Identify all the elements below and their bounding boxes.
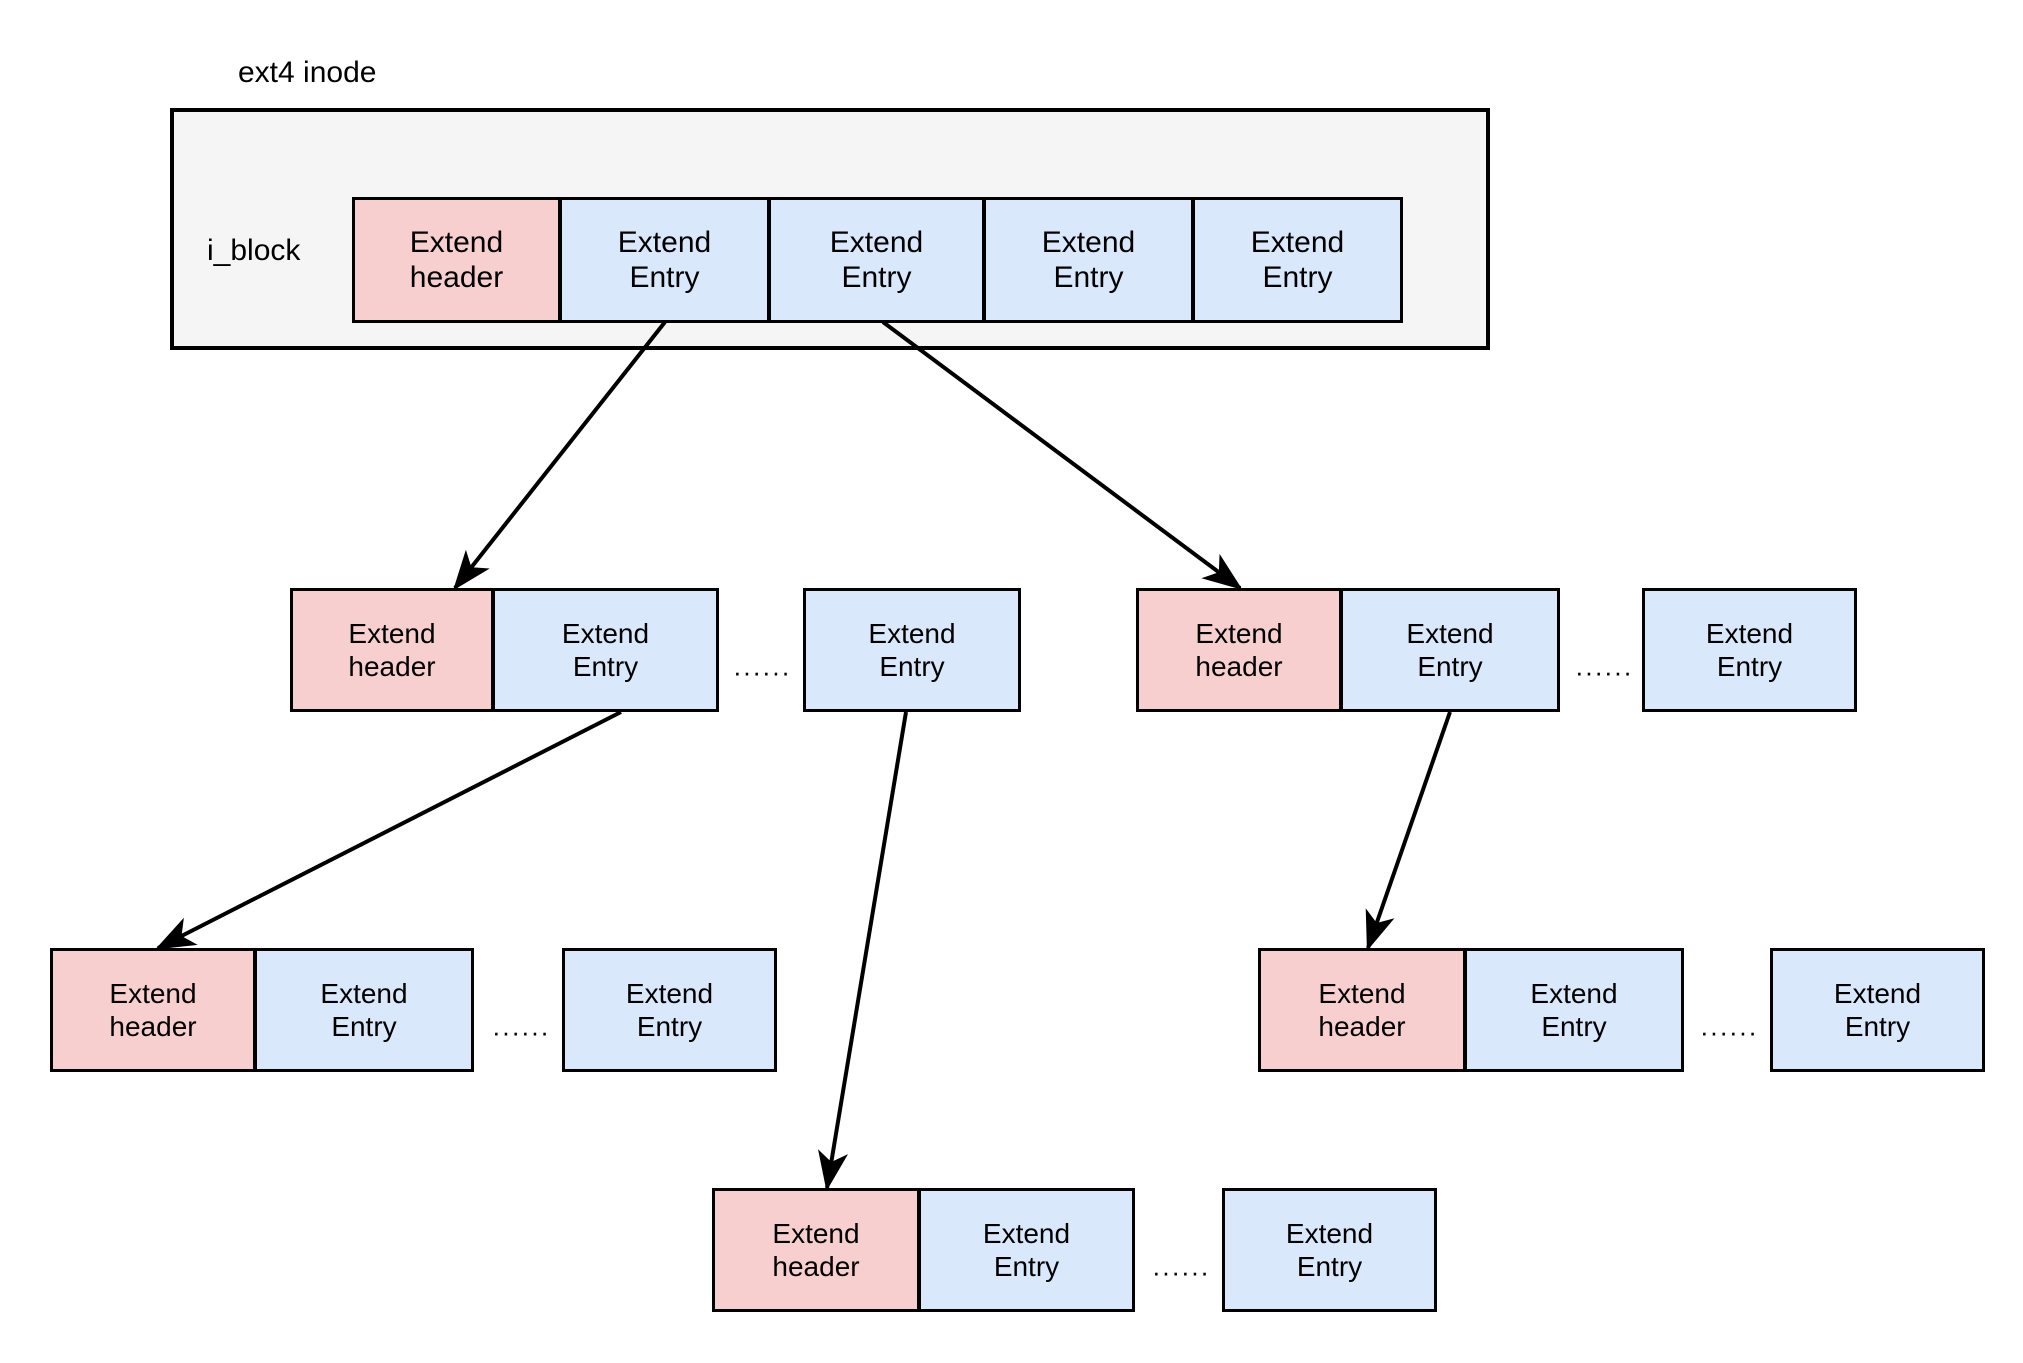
- level-4-tail-extend-entry-cell[interactable]: Extend Entry: [1222, 1188, 1437, 1312]
- level-2-right-ellipsis: ······: [1575, 657, 1633, 687]
- level-3-left-extend-entry-cell[interactable]: Extend Entry: [256, 948, 474, 1072]
- arrow-level2-mid-to-level4-center: [818, 711, 908, 1192]
- level-4-ellipsis: ······: [1152, 1257, 1210, 1287]
- level-3-right-tail-extend-entry-cell[interactable]: Extend Entry: [1770, 948, 1985, 1072]
- level-2-right-extend-entry-cell[interactable]: Extend Entry: [1342, 588, 1560, 712]
- inode-extend-entry-cell-3[interactable]: Extend Entry: [985, 197, 1194, 323]
- page-title: ext4 inode: [238, 56, 377, 89]
- level-3-right-extend-header-cell[interactable]: Extend header: [1258, 948, 1466, 1072]
- level-4-extend-entry-cell[interactable]: Extend Entry: [920, 1188, 1135, 1312]
- level-2-right-tail-extend-entry-cell[interactable]: Extend Entry: [1642, 588, 1857, 712]
- inode-extend-entry-cell-1[interactable]: Extend Entry: [561, 197, 770, 323]
- arrow-level2-left-to-level3-left: [155, 710, 622, 950]
- arrow-level2-right-to-level3-right: [1365, 711, 1452, 952]
- level-3-left-extend-header-cell[interactable]: Extend header: [50, 948, 256, 1072]
- inode-extend-header-cell[interactable]: Extend header: [352, 197, 561, 323]
- inode-extend-entry-cell-4[interactable]: Extend Entry: [1194, 197, 1403, 323]
- level-2-right-extend-header-cell[interactable]: Extend header: [1136, 588, 1342, 712]
- level-3-left-tail-extend-entry-cell[interactable]: Extend Entry: [562, 948, 777, 1072]
- level-3-right-extend-entry-cell[interactable]: Extend Entry: [1466, 948, 1684, 1072]
- inode-extend-entry-cell-2[interactable]: Extend Entry: [770, 197, 985, 323]
- level-2-left-tail-extend-entry-cell[interactable]: Extend Entry: [803, 588, 1021, 712]
- level-2-left-ellipsis: ······: [733, 657, 791, 687]
- level-2-left-extend-entry-cell[interactable]: Extend Entry: [494, 588, 719, 712]
- arrow-inode-entry2-to-level2-right: [881, 320, 1243, 590]
- i-block-label: i_block: [207, 234, 301, 267]
- level-4-extend-header-cell[interactable]: Extend header: [712, 1188, 920, 1312]
- arrow-inode-entry1-to-level2-left: [453, 320, 667, 591]
- level-3-left-ellipsis: ······: [492, 1017, 550, 1047]
- level-2-left-extend-header-cell[interactable]: Extend header: [290, 588, 494, 712]
- level-3-right-ellipsis: ······: [1700, 1017, 1758, 1047]
